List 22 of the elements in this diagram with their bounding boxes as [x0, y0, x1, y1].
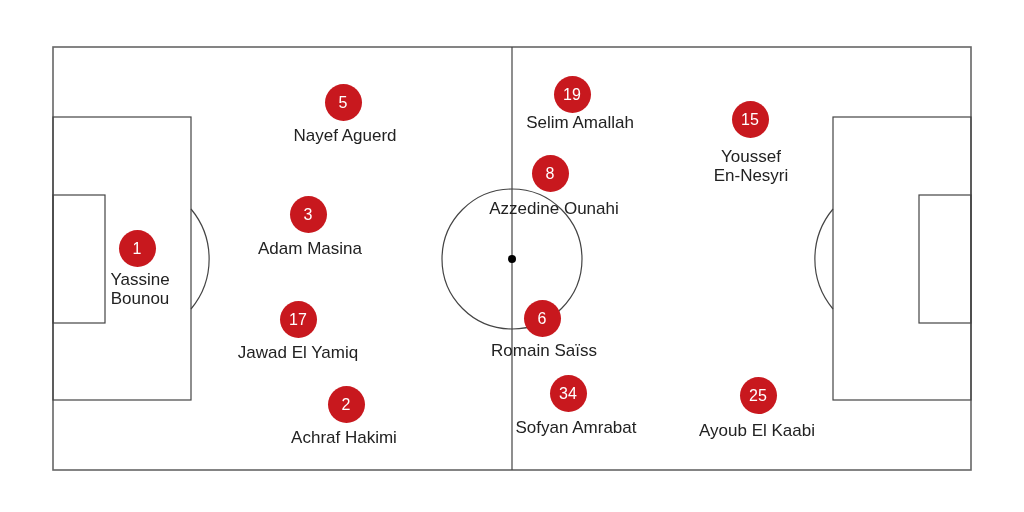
player-name: Jawad El Yamiq [237, 343, 359, 362]
player-number-disc: 34 [549, 374, 587, 412]
player-name: Romain Saïss [491, 341, 597, 360]
player-number-disc: 25 [739, 376, 777, 414]
player-name: Nayef Aguerd [293, 126, 397, 145]
player-name: Adam Masina [258, 239, 362, 258]
player-name: Ayoub El Kaabi [699, 421, 815, 440]
player-number-disc: 5 [324, 83, 362, 121]
player-number-disc: 17 [279, 300, 317, 338]
player-name: Selim Amallah [526, 113, 634, 132]
player-name: Sofyan Amrabat [515, 418, 637, 437]
player-number-disc: 19 [553, 75, 591, 113]
player-number-disc: 3 [289, 195, 327, 233]
player-number-disc: 15 [731, 100, 769, 138]
player-name: Youssef En-Nesyri [713, 147, 789, 185]
player-number-disc: 8 [531, 154, 569, 192]
player-number-disc: 1 [118, 229, 156, 267]
player-name: Azzedine Ounahi [489, 199, 619, 218]
player-number-disc: 6 [523, 299, 561, 337]
player-name: Yassine Bounou [110, 270, 170, 308]
player-name: Achraf Hakimi [291, 428, 397, 447]
player-number-disc: 2 [327, 385, 365, 423]
